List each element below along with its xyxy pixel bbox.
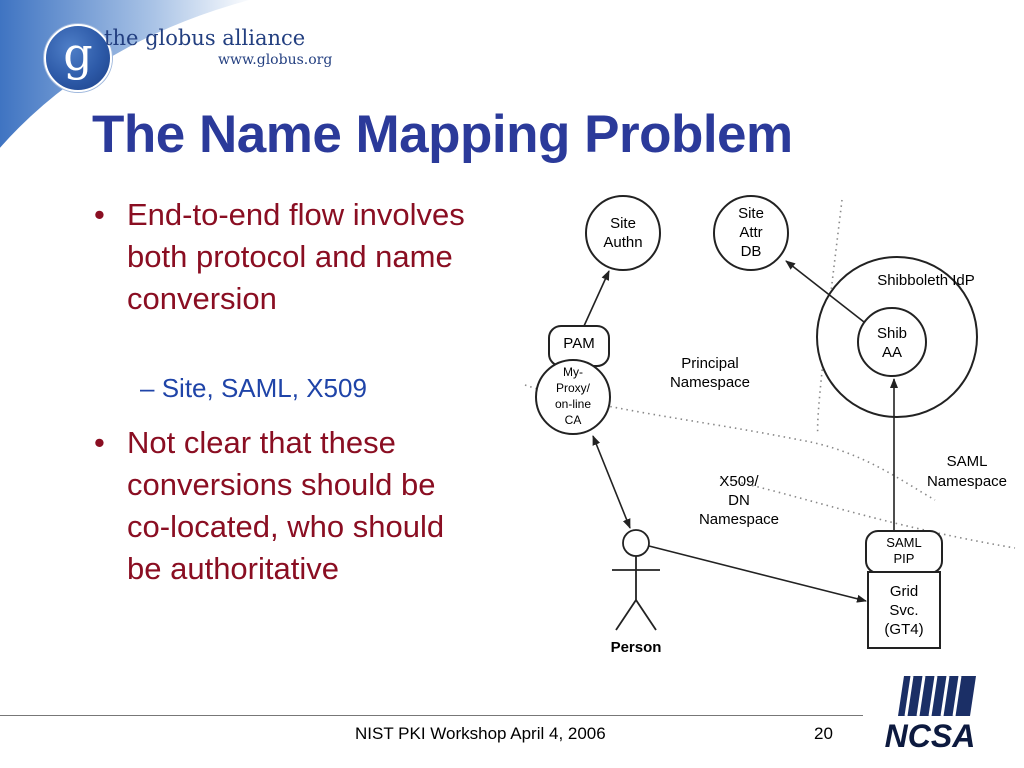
myproxy-label-3: on-line: [555, 397, 591, 411]
namespace-boundary-vertical: [816, 199, 843, 436]
ncsa-logo-stripes: [898, 675, 976, 717]
principal-namespace-label-1: Principal: [681, 355, 739, 372]
shib-aa-label-2: AA: [882, 344, 902, 361]
saml-pip-label-2: PIP: [894, 551, 915, 566]
shib-aa-label-1: Shib: [877, 325, 907, 342]
site-authn-label-1: Site: [610, 215, 636, 232]
grid-svc-node: Grid Svc. (GT4): [867, 571, 941, 649]
site-attr-db-label-1: Site: [738, 205, 764, 222]
page-number: 20: [814, 724, 833, 743]
shibboleth-idp-label: Shibboleth IdP: [877, 272, 975, 289]
arrow-person-to-grid-svc: [648, 545, 867, 603]
ncsa-logo: NCSA: [885, 675, 976, 752]
sub-bullet-marker: –: [140, 373, 155, 403]
site-authn-label-2: Authn: [603, 234, 642, 251]
brand-name: the globus alliance: [104, 26, 306, 50]
saml-pip-label-1: SAML: [886, 535, 921, 550]
shibboleth-idp-node: Shibboleth IdP Shib AA: [816, 256, 978, 418]
x509-namespace-label-1: X509/: [719, 473, 759, 490]
x509-namespace-label-2: DN: [728, 492, 750, 509]
saml-pip-node: SAML PIP: [865, 530, 943, 574]
pam-label: PAM: [563, 335, 594, 352]
site-authn-node: Site Authn: [585, 195, 661, 271]
saml-namespace-label-1: SAML: [947, 453, 988, 470]
bullet-marker: •: [94, 197, 105, 232]
ncsa-logo-text: NCSA: [885, 718, 976, 752]
slide-title: The Name Mapping Problem: [92, 105, 793, 164]
person-figure: [612, 529, 660, 631]
myproxy-ca-node: My- Proxy/ on-line CA: [535, 359, 611, 435]
globus-logo-letter: g: [63, 27, 93, 81]
shib-aa-node: [857, 307, 927, 377]
myproxy-label-4: CA: [565, 413, 582, 427]
grid-svc-label-3: (GT4): [884, 621, 923, 638]
footer-divider: [0, 715, 863, 716]
pam-node: PAM: [548, 325, 610, 367]
bullet-2-text: Not clear that these conversions should …: [127, 425, 445, 586]
arrow-pam-to-site-authn: [583, 270, 610, 327]
sub-bullet-1-text: Site, SAML, X509: [161, 373, 367, 403]
site-attr-db-node: Site Attr DB: [713, 195, 789, 271]
principal-namespace-label-2: Namespace: [670, 374, 750, 391]
globus-logo: g: [44, 24, 112, 92]
grid-svc-label-2: Svc.: [889, 602, 918, 619]
arrow-person-to-myproxy: [592, 435, 631, 529]
site-attr-db-label-2: Attr: [739, 224, 762, 241]
grid-svc-label-1: Grid: [890, 583, 918, 600]
bullet-1-text: End-to-end flow involves both protocol a…: [127, 197, 465, 316]
x509-namespace-label-3: Namespace: [699, 511, 779, 528]
myproxy-label-2: Proxy/: [556, 381, 591, 395]
saml-namespace-label-2: Namespace: [927, 473, 1007, 490]
footer-text: NIST PKI Workshop April 4, 2006: [355, 724, 606, 743]
arrow-shib-aa-to-site-attr-db: [785, 260, 865, 323]
brand-url: www.globus.org: [218, 52, 333, 68]
sub-bullet-1: – Site, SAML, X509: [140, 373, 367, 404]
site-attr-db-label-3: DB: [741, 243, 762, 260]
bullet-marker: •: [94, 425, 105, 460]
myproxy-label-1: My-: [563, 365, 583, 379]
person-label: Person: [611, 639, 662, 656]
